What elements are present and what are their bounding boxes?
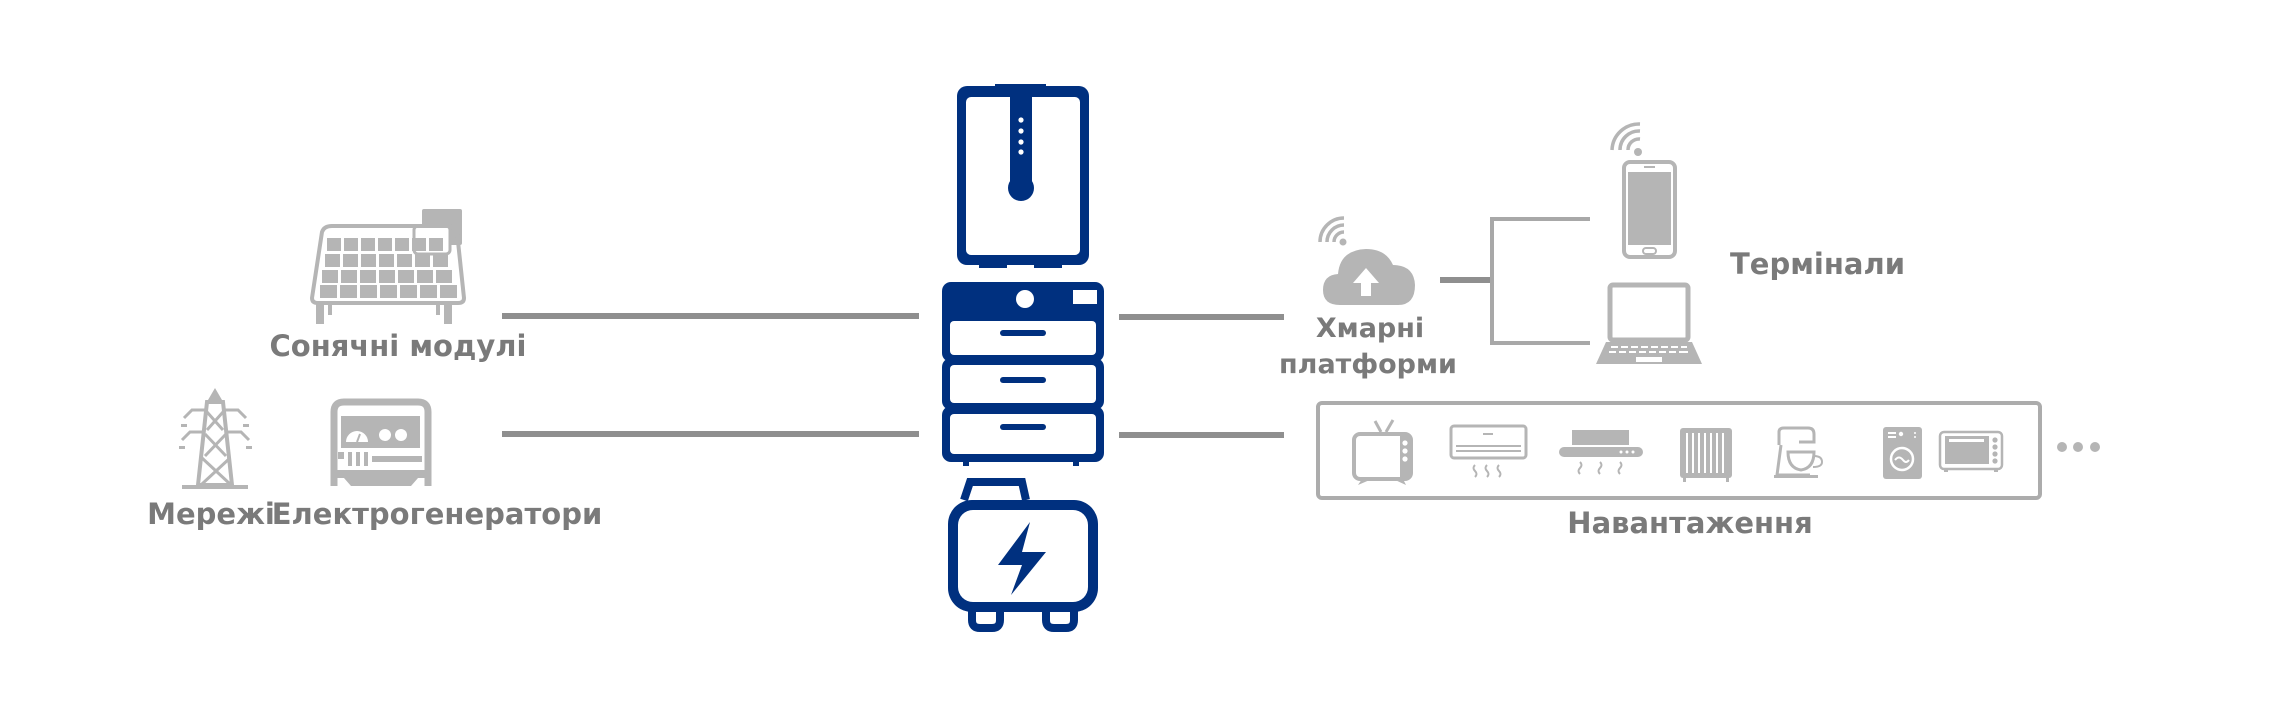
solar-panel-icon	[309, 209, 467, 324]
smartphone-icon	[1622, 160, 1677, 259]
generator-icon	[330, 398, 432, 486]
label-grid: Мережі	[147, 497, 275, 531]
label-cloud-line2: платформи	[1279, 349, 1457, 380]
air-conditioner-icon	[1449, 424, 1528, 478]
label-loads: Навантаження	[1567, 506, 1812, 540]
inverter-icon	[957, 84, 1089, 268]
portable-power-station-icon	[948, 478, 1098, 632]
label-solar: Сонячні модулі	[270, 329, 527, 363]
label-cloud-line1: Хмарні	[1316, 313, 1424, 344]
range-hood-icon	[1559, 430, 1643, 475]
terminals-bracket	[1490, 217, 1590, 345]
label-generator: Електрогенератори	[272, 497, 603, 531]
wifi-icon-cloud	[1318, 216, 1347, 246]
wifi-icon-phone	[1610, 122, 1642, 156]
cloud-upload-icon	[1323, 249, 1415, 305]
oil-heater-icon	[1680, 428, 1732, 482]
tv-icon	[1352, 419, 1413, 485]
power-tower-icon	[179, 388, 252, 489]
washing-machine-icon	[1883, 427, 1922, 479]
more-loads-ellipsis	[2057, 442, 2100, 452]
loads-box	[1316, 401, 2042, 500]
microwave-oven-icon	[1938, 430, 2004, 472]
laptop-icon	[1596, 282, 1702, 364]
label-terminals: Термінали	[1730, 247, 1905, 281]
stand-mixer-icon	[1774, 426, 1824, 478]
battery-stack-icon	[942, 282, 1104, 466]
